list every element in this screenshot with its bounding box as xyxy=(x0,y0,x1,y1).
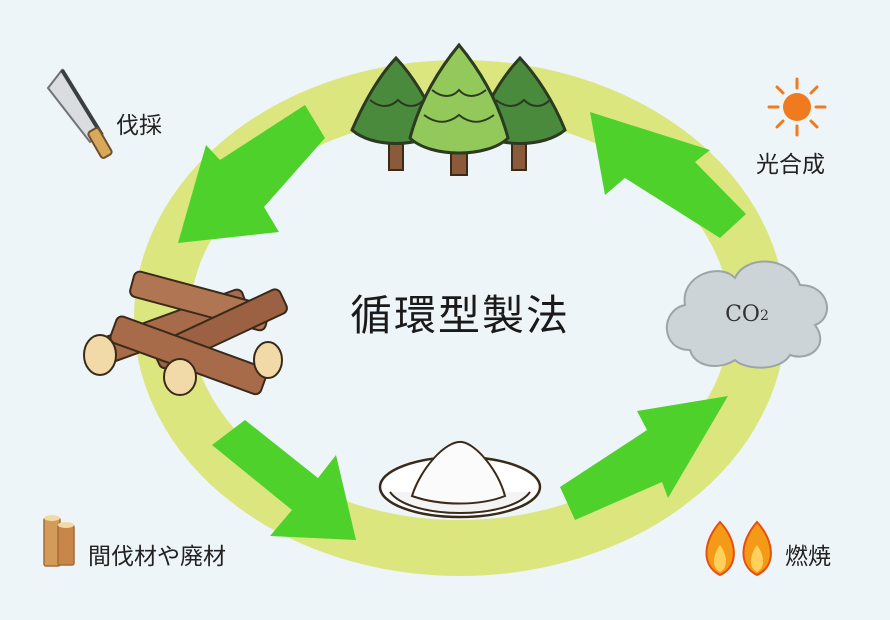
salt-dish-icon xyxy=(378,440,542,519)
co2-cloud-icon xyxy=(665,260,828,369)
log-pile-icon xyxy=(83,270,288,396)
sun-icon xyxy=(767,77,827,137)
flame-icon xyxy=(705,520,772,577)
forest-trees-icon xyxy=(350,42,567,176)
co2-label: CO2 xyxy=(712,302,782,327)
arrow-salt-to-co2 xyxy=(560,396,728,520)
arrow-logging-to-wood xyxy=(178,105,325,243)
photosynthesis-label: 光合成 xyxy=(756,152,825,178)
logging-label: 伐採 xyxy=(116,113,162,139)
arrow-wood-to-salt xyxy=(212,420,356,540)
combustion-label: 燃焼 xyxy=(785,544,831,570)
co2-subscript: 2 xyxy=(759,308,769,324)
saw-icon xyxy=(46,68,113,159)
wood-planks-icon xyxy=(43,515,75,567)
co2-text: CO xyxy=(725,302,760,327)
thinned-wood-label: 間伐材や廃材 xyxy=(88,544,226,570)
arrow-co2-to-trees xyxy=(590,112,746,238)
diagram-title: 循環型製法 xyxy=(349,291,570,340)
